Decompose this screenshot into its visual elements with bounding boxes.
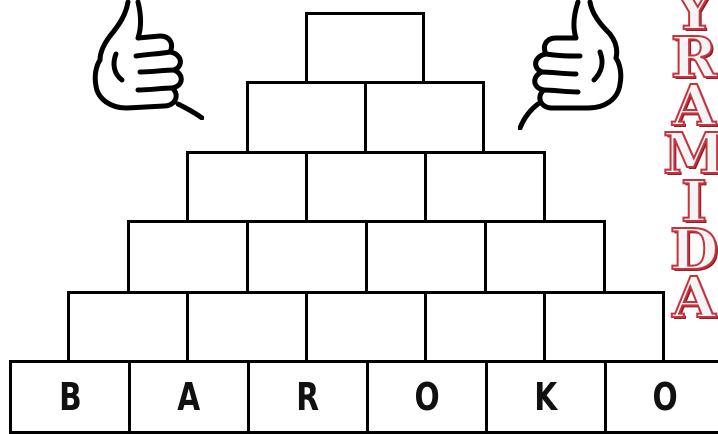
bottom-cell-2: A — [128, 360, 250, 434]
pyramid-cell[interactable] — [424, 151, 546, 223]
bottom-cell-3: R — [247, 360, 369, 434]
pyramid-cell[interactable] — [246, 81, 367, 154]
cell-letter: O — [414, 378, 439, 416]
pyramid-cell[interactable] — [186, 291, 308, 363]
pyramid-cell[interactable] — [543, 291, 665, 363]
pyramid-cell[interactable] — [424, 291, 546, 363]
pyramid-cell[interactable] — [186, 151, 308, 223]
cell-letter: B — [59, 378, 82, 416]
cell-letter: R — [297, 378, 320, 416]
pyramid-cell[interactable] — [484, 220, 606, 294]
cell-letter: O — [652, 378, 677, 416]
title-letter: A — [672, 274, 715, 322]
thumbs-up-icon — [86, 0, 204, 120]
pyramid-cell[interactable] — [305, 291, 427, 363]
pyramid-cell[interactable] — [365, 220, 487, 294]
pyramid-cell[interactable] — [305, 12, 425, 84]
thumbs-up-icon — [518, 0, 638, 130]
pyramid-cell[interactable] — [246, 220, 368, 294]
pyramid-cell[interactable] — [67, 291, 189, 363]
pyramid-cell[interactable] — [127, 220, 249, 294]
bottom-cell-5: K — [485, 360, 607, 434]
bottom-cell-4: O — [366, 360, 488, 434]
pyramid-cell[interactable] — [305, 151, 427, 223]
bottom-cell-1: B — [9, 360, 131, 434]
bottom-cell-6: O — [604, 360, 718, 434]
cell-letter: A — [178, 378, 201, 416]
cell-letter: K — [535, 378, 558, 416]
vertical-title: Y R A M I D A — [665, 0, 718, 322]
pyramid-cell[interactable] — [364, 81, 485, 154]
